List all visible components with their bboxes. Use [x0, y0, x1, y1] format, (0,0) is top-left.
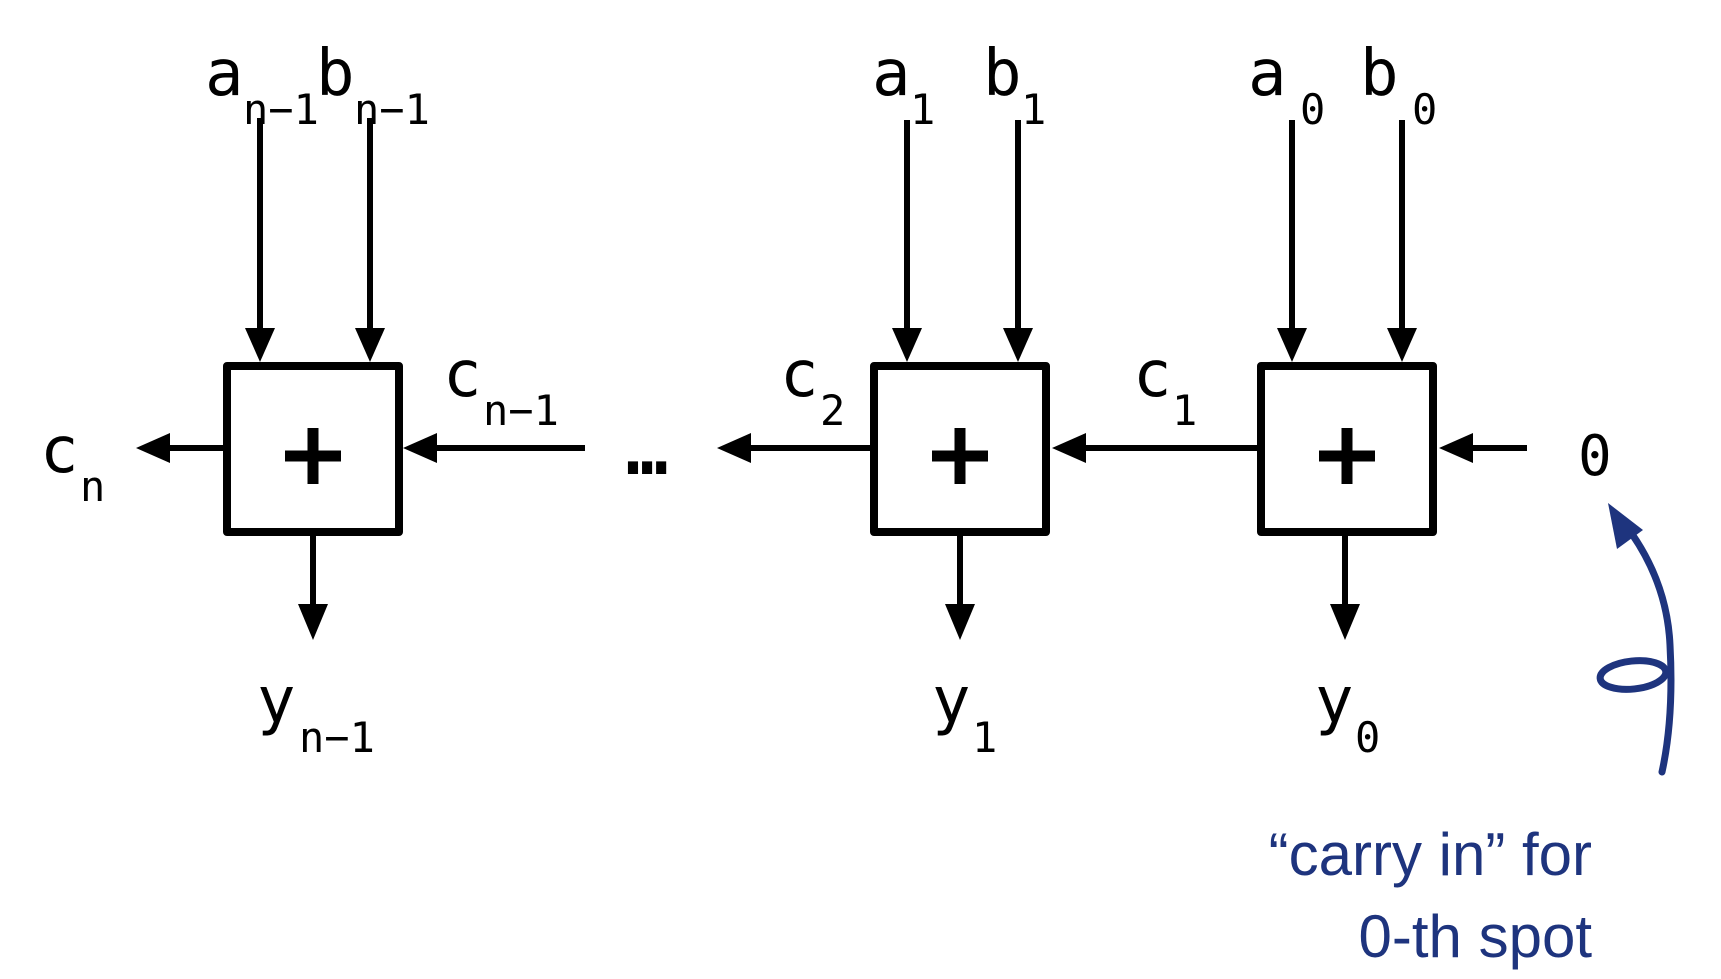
label-carry-c1: c [1133, 338, 1172, 412]
label-sum-msb: y [257, 664, 296, 738]
label-b-bit1: b [983, 37, 1022, 111]
sum-arrow-bit1 [945, 536, 975, 640]
label-a-bit1: a [872, 37, 911, 111]
label-sum-bit1: y [932, 664, 971, 738]
input-arrow-a-bit1 [892, 120, 922, 362]
sum-arrow-msb [298, 536, 328, 640]
carry-in-constant-zero: 0 [1578, 424, 1612, 489]
input-arrow-a-msb [245, 118, 275, 362]
adder-bit1: a 1 b 1 c 2 c 1 y 1 [717, 37, 1257, 762]
carry-in-arrow-msb [403, 433, 585, 463]
label-carry-out-bit1: c [780, 338, 819, 412]
label-carry-c1-sub: 1 [1172, 386, 1197, 435]
plus-icon-msb [285, 428, 341, 484]
plus-icon-bit1 [932, 428, 988, 484]
annotation-loop [1596, 657, 1670, 693]
carry-in-annotation: “carry in” for 0-th spot [1269, 503, 1675, 970]
label-b-msb-sub: n−1 [354, 85, 430, 134]
input-arrow-b-bit1 [1003, 120, 1033, 362]
label-sum-bit0: y [1315, 664, 1354, 738]
label-b-bit0: b [1360, 37, 1399, 111]
adder-bit0: a 0 b 0 0 y 0 [1248, 37, 1612, 762]
carry-out-arrow-bit1 [717, 433, 870, 463]
annotation-line2: 0-th spot [1359, 903, 1593, 970]
label-a-bit0: a [1248, 37, 1287, 111]
label-a-bit1-sub: 1 [910, 85, 935, 134]
annotation-curve [1628, 530, 1675, 776]
sum-arrow-bit0 [1330, 536, 1360, 640]
carry-in-arrow-bit0 [1439, 433, 1527, 463]
input-arrow-b-bit0 [1387, 120, 1417, 362]
label-sum-msb-sub: n−1 [299, 713, 375, 762]
label-carry-in-msb-sub: n−1 [483, 386, 559, 435]
carry-arrow-c1 [1052, 433, 1257, 463]
label-a-bit0-sub: 0 [1300, 85, 1325, 134]
ellipsis-dots: … [626, 409, 668, 491]
label-b-bit1-sub: 1 [1021, 85, 1046, 134]
annotation-arrowhead [1608, 503, 1643, 549]
label-sum-bit1-sub: 1 [972, 713, 997, 762]
label-carry-out-msb: c [40, 414, 79, 488]
annotation-line1: “carry in” for [1269, 821, 1592, 888]
label-a-msb-sub: n−1 [243, 85, 319, 134]
label-b-msb: b [316, 37, 355, 111]
input-arrow-a-bit0 [1277, 120, 1307, 362]
adder-msb: a n−1 b n−1 c n c n−1 y n−1 [40, 37, 585, 762]
label-carry-in-msb: c [443, 338, 482, 412]
input-arrow-b-msb [355, 118, 385, 362]
label-sum-bit0-sub: 0 [1355, 713, 1380, 762]
label-b-bit0-sub: 0 [1412, 85, 1437, 134]
label-carry-out-bit1-sub: 2 [820, 386, 845, 435]
plus-icon-bit0 [1319, 428, 1375, 484]
label-a-msb: a [205, 37, 244, 111]
carry-out-arrow-msb [136, 433, 223, 463]
label-carry-out-msb-sub: n [80, 462, 105, 511]
